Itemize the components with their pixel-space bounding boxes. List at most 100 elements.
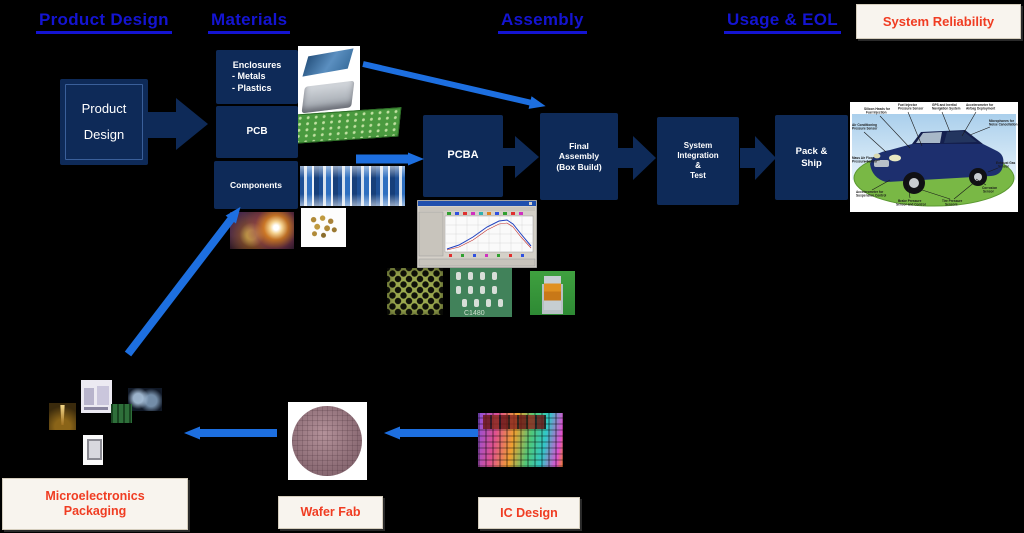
wafer-disc-shape (292, 406, 362, 476)
enclosure-lid-shape (302, 48, 354, 77)
arrow-packaging-to-components (124, 206, 241, 357)
car-label: Sensors (945, 203, 958, 207)
product-design-box: Product Design (60, 79, 148, 165)
car-label: Pressure Sensor (898, 107, 924, 111)
chip-component-photo (530, 271, 575, 315)
wafer-fab-text: Wafer Fab (300, 505, 361, 519)
car-label: Brake Pressure (898, 199, 922, 203)
arrow-system-integration-to-pack-ship (740, 136, 776, 180)
pcb-box: PCB (216, 106, 298, 158)
final-assembly-line2: Assembly (558, 151, 600, 162)
car-label: Silicon Heads for (864, 107, 891, 111)
enclosures-title: Enclosures (232, 60, 282, 71)
solder-pads (456, 272, 503, 307)
bond-needle-shape (60, 405, 65, 426)
optics-laser-photo (230, 212, 294, 249)
car-label: Fuel Injector (898, 103, 918, 107)
component-reels-photo (300, 166, 405, 206)
system-integration-line2: Integration (677, 151, 719, 160)
final-assembly-line3: (Box Build) (556, 161, 602, 172)
pack-ship-box: Pack & Ship (775, 115, 848, 200)
enclosures-item-metals: - Metals (232, 71, 266, 82)
car-label: Mass Air Flow (852, 156, 874, 160)
wafer-photo (288, 402, 367, 480)
car-label: Airbag Deployment (966, 107, 996, 111)
pcb-board-shape (292, 107, 402, 144)
components-label: Components (230, 179, 282, 190)
pack-ship-line2: Ship (801, 157, 822, 169)
temperature-curve-blue (446, 219, 532, 250)
car-label: Microphones for (989, 119, 1015, 123)
final-assembly-box: Final Assembly (Box Build) (540, 113, 618, 200)
system-integration-line1: System (683, 141, 713, 150)
system-integration-line3: & (695, 161, 701, 170)
ic-layout-photo (478, 413, 563, 467)
car-label: Navigation System (932, 107, 961, 111)
car-label: Pressure Sensor (852, 127, 878, 131)
car-label: Corrosion (982, 186, 997, 190)
car-label: Fuel Injection (866, 111, 887, 115)
wafer-fab-label: Wafer Fab (278, 496, 383, 529)
car-label: Sensor and Control (896, 203, 926, 207)
car-label: Exhaust Gas (996, 161, 1016, 165)
window-side-panel (418, 211, 444, 257)
window-menu-bar (419, 207, 535, 211)
car-label: Accelerometer for (856, 190, 884, 194)
car-label: Tire Pressure (942, 199, 963, 203)
arrow-final-assembly-to-system-integration (618, 136, 656, 180)
car-sensor-labels: Silicon Heads for Fuel Injection Fuel In… (852, 103, 1018, 207)
final-assembly-line1: Final (569, 140, 589, 151)
green-module-photo (111, 404, 132, 423)
car-label: Sensor (998, 165, 1010, 169)
chip-component-shape (544, 276, 561, 310)
chart-grid (445, 216, 533, 252)
reflow-profile-window (417, 200, 537, 268)
equipment-photo (83, 435, 103, 465)
bottom-tick-markers (449, 254, 524, 257)
ic-design-label: IC Design (478, 497, 580, 529)
system-reliability-label: System Reliability (882, 13, 995, 29)
system-reliability-badge: System Reliability (856, 4, 1021, 39)
bga-grid-photo (387, 268, 443, 315)
pcb-label: PCB (246, 125, 268, 137)
product-design-box-frame (65, 84, 143, 160)
wirebond-photo (49, 403, 76, 430)
pack-ship-line1: Pack & (795, 145, 828, 157)
pcba-label: PCBA (447, 149, 479, 162)
enclosures-item-plastics: - Plastics (232, 82, 272, 93)
pcb-photo (292, 106, 404, 144)
window-status-bar (418, 258, 536, 267)
system-integration-box: System Integration & Test (657, 117, 739, 205)
header-assembly: Assembly (498, 10, 587, 34)
sem-micrograph-photo (128, 388, 162, 411)
ic-layout-top-blocks (483, 415, 546, 430)
temperature-curve-red (446, 222, 532, 251)
window-close-icon (529, 202, 532, 205)
car-label: Noise Cancellation (989, 123, 1018, 127)
car-label: Air Conditioning (852, 123, 877, 127)
callout-lines (863, 111, 999, 200)
equipment-shape (87, 439, 102, 460)
zone-markers (447, 212, 523, 215)
car-label: Suspension Control (856, 194, 886, 198)
header-product-design: Product Design (36, 10, 172, 34)
fasteners-photo (301, 208, 346, 247)
pcba-box: PCBA (423, 115, 503, 197)
solder-pads-photo: C1480 (450, 268, 512, 317)
system-integration-line4: Test (690, 171, 706, 180)
arrow-product-to-materials (148, 98, 208, 150)
car-label: Accelerometer for (966, 103, 994, 107)
product-design-line2: Design (83, 127, 125, 142)
window-title-bar (418, 201, 536, 206)
header-materials: Materials (208, 10, 291, 34)
die-bonder-photo (81, 380, 112, 413)
product-design-line1: Product (81, 100, 127, 116)
car-sensors-illustration: Silicon Heads for Fuel Injection Fuel In… (850, 102, 1018, 212)
car-label: Sensor (983, 190, 995, 194)
car-label: GPS and Inertial (932, 103, 957, 107)
components-box: Components (214, 161, 298, 209)
arrow-pcba-to-final-assembly (503, 136, 539, 178)
silkscreen-text: C1480 (464, 310, 485, 317)
microelectronics-packaging-label: Microelectronics Packaging (2, 478, 188, 530)
